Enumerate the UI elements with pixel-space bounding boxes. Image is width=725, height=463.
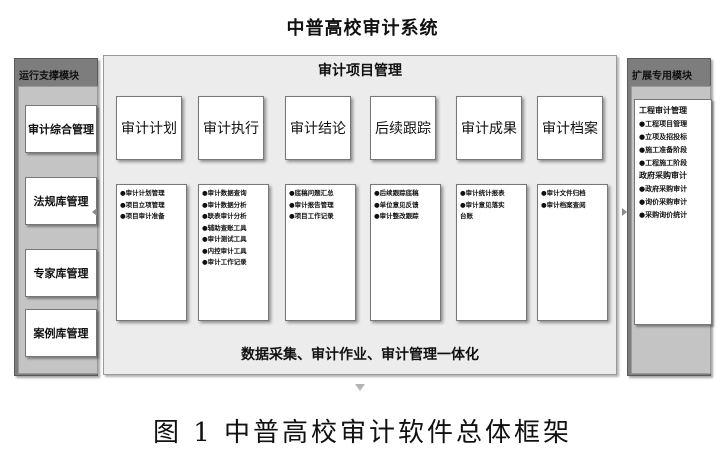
module-head-results: 审计成果 [456,96,522,160]
left-panel-title: 运行支撑模块 [19,71,79,82]
right-engineering-item: ●工程项目管理 [639,119,688,128]
right-connector-arrow [622,208,627,216]
down-arrow-icon [355,384,365,391]
left-item-case-lib: 案例库管理 [25,309,97,357]
module-plan-item: ●项目立项管理 [120,200,165,209]
module-body-execution: ●审计数据查询 ●审计数据分析 ●联表审计分析 ●辅助查账工具 ●审计测试工具 … [198,184,269,321]
right-procurement-item: ●询价采购审计 [639,197,688,206]
module-head-conclusion: 审计结论 [285,96,351,160]
left-item-regulation-lib: 法规库管理 [25,177,97,225]
module-plan-item: ●项目审计准备 [120,212,165,220]
right-engineering-item: ●工程施工阶段 [639,158,688,167]
module-head-plan: 审计计划 [116,96,182,160]
module-body-results: ●审计统计报表 ●审计意见落实 台账 [456,184,527,321]
figure-caption: 图 1 中普高校审计软件总体框架 [152,418,573,448]
module-execution-item: ●审计工作记录 [202,258,247,266]
right-section-title-engineering: 工程审计管理 [639,105,687,115]
right-engineering-item: ●立项及招投标 [639,132,688,141]
module-body-conclusion: ●底稿问题汇总 ●审计报告管理 ●项目工作记录 [285,184,356,321]
module-execution-item: ●辅助查账工具 [202,223,247,232]
module-conclusion-item: ●审计报告管理 [289,200,334,209]
module-execution-item: ●内控审计工具 [202,246,247,255]
module-execution-item: ●联表审计分析 [202,212,247,220]
center-panel-footer: 数据采集、审计作业、审计管理一体化 [241,347,479,363]
left-panel: 运行支撑模块 审计综合管理 法规库管理 专家库管理 案例库管理 [14,58,98,376]
module-body-plan: ●审计计划管理 ●项目立项管理 ●项目审计准备 [116,184,187,321]
module-head-archive: 审计档案 [537,96,603,160]
module-execution-item: ●审计数据分析 [202,200,247,209]
module-execution-item: ●审计测试工具 [202,235,247,243]
module-followup-item: ●单位意见反馈 [374,200,419,209]
module-plan-item: ●审计计划管理 [120,189,165,197]
left-connector-arrow [92,208,97,216]
module-execution-item: ●审计数据查询 [202,189,247,197]
module-body-archive: ●审计文件归档 ●审计档案查阅 [537,184,608,321]
center-panel: 审计项目管理 审计计划 审计执行 审计结论 后续跟踪 审计成果 审计档案 ●审计… [103,55,617,375]
module-body-followup: ●后续跟踪底稿 ●单位意见反馈 ●审计整改跟踪 [370,184,441,321]
right-panel-box: 工程审计管理 ●工程项目管理 ●立项及招投标 ●施工准备阶段 ●工程施工阶段 政… [634,99,712,325]
module-followup-item: ●审计整改跟踪 [374,212,419,220]
left-item-audit-general: 审计综合管理 [25,105,97,153]
right-procurement-item: ●采购询价统计 [639,210,688,219]
module-followup-item: ●后续跟踪底稿 [374,189,419,197]
center-panel-title: 审计项目管理 [318,63,402,79]
left-item-expert-lib: 专家库管理 [25,249,97,297]
module-head-followup: 后续跟踪 [370,96,436,160]
module-results-item: 台账 [460,212,473,220]
right-panel-title: 扩展专用模块 [632,71,692,82]
system-title: 中普高校审计系统 [286,18,439,39]
right-engineering-item: ●施工准备阶段 [639,145,688,154]
right-procurement-item: ●政府采购审计 [639,184,688,193]
module-head-execution: 审计执行 [198,96,264,160]
left-panel-inner: 审计综合管理 法规库管理 专家库管理 案例库管理 [18,86,98,374]
module-archive-item: ●审计档案查阅 [541,200,586,209]
right-section-title-procurement: 政府采购审计 [639,170,687,180]
module-conclusion-item: ●底稿问题汇总 [289,189,334,197]
module-archive-item: ●审计文件归档 [541,189,586,197]
module-conclusion-item: ●项目工作记录 [289,212,334,220]
right-panel: 扩展专用模块 工程审计管理 ●工程项目管理 ●立项及招投标 ●施工准备阶段 ●工… [627,58,712,376]
module-results-item: ●审计统计报表 [460,189,505,197]
module-results-item: ●审计意见落实 [460,200,505,209]
